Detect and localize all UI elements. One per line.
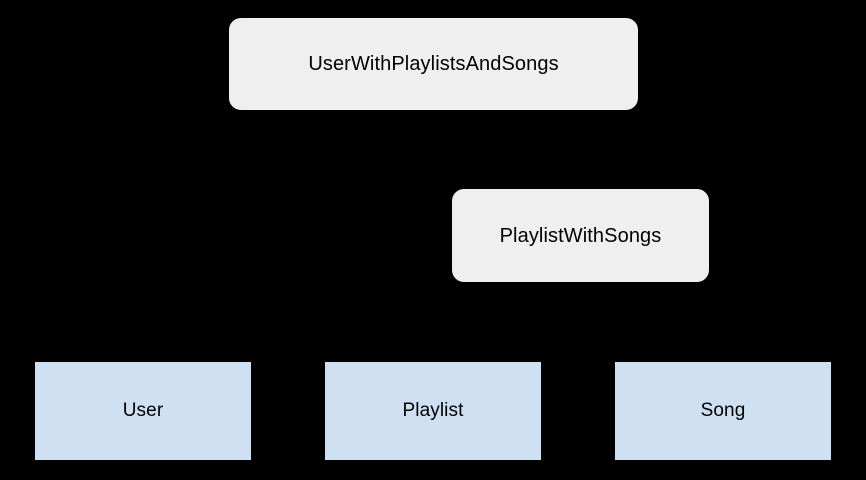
node-playlist-with-songs[interactable]: PlaylistWithSongs (452, 189, 709, 282)
node-song[interactable]: Song (615, 362, 831, 460)
node-label: Playlist (402, 399, 464, 421)
node-user-with-playlists-and-songs[interactable]: UserWithPlaylistsAndSongs (229, 18, 638, 110)
node-user[interactable]: User (35, 362, 251, 460)
node-label: PlaylistWithSongs (499, 224, 662, 247)
node-label: Song (700, 399, 746, 421)
node-playlist[interactable]: Playlist (325, 362, 541, 460)
node-label: User (122, 399, 164, 421)
edge-pws-to-song (709, 234, 724, 362)
node-label: UserWithPlaylistsAndSongs (308, 53, 559, 75)
edge-pws-to-playlist (432, 234, 452, 362)
edge-uwpas-to-user (142, 63, 229, 362)
